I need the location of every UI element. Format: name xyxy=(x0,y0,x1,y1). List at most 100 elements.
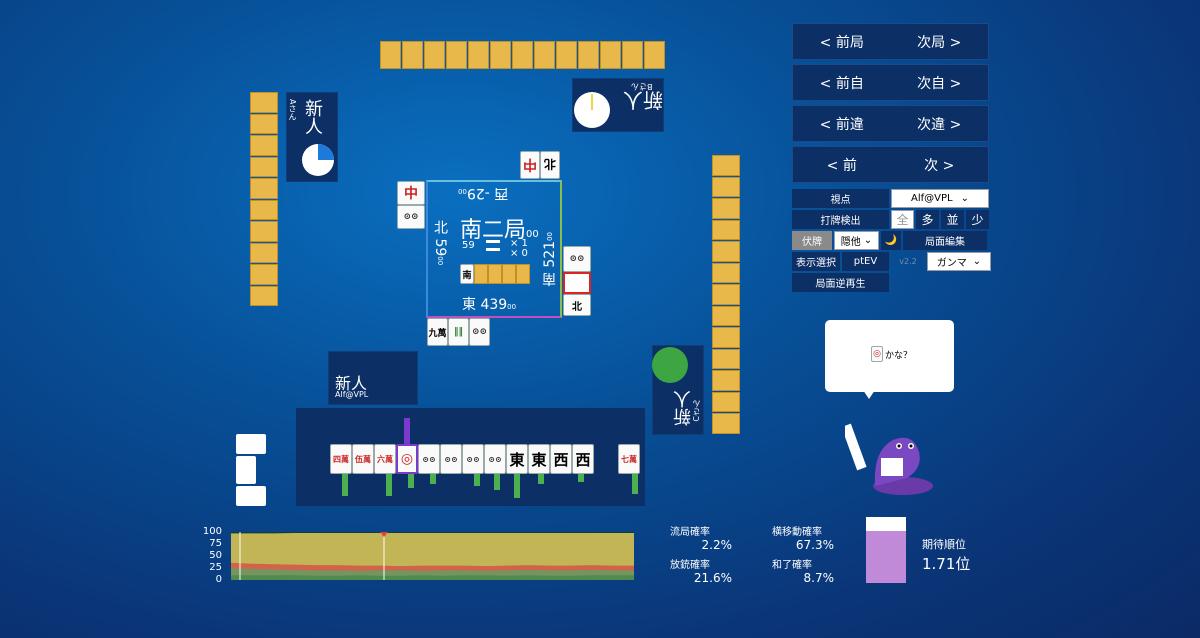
eval-bar xyxy=(430,474,436,484)
hand-tile[interactable]: ⊙⊙ xyxy=(462,444,484,474)
prev-round-button[interactable]: < 前局 xyxy=(819,34,864,51)
left-player-name: 新人 xyxy=(302,99,323,135)
hand-tile-selected[interactable]: ◎ xyxy=(396,444,418,474)
hand-tile[interactable]: 六萬 xyxy=(374,444,396,474)
dora-indicator-tile: 南 xyxy=(460,264,474,284)
drawn-tile[interactable]: 七萬 xyxy=(618,444,640,474)
hand-tile[interactable]: 西 xyxy=(572,444,594,474)
round-nav: < 前局 次局 > xyxy=(792,23,989,60)
sticks-count-b: × 0 xyxy=(510,248,528,259)
hidden-row: 伏牌 隠他⌄ 🌙 局面編集 xyxy=(792,231,987,250)
bottom-player-id: Alf@VPL xyxy=(335,390,369,399)
ryukyoku-value: 2.2% xyxy=(701,538,733,552)
houju-label: 放銃確率 xyxy=(670,560,710,571)
suggested-tile-icon: ◎ xyxy=(871,346,883,362)
top-player-plate: 新人 Bさん xyxy=(572,78,664,132)
hand-tile[interactable]: 伍萬 xyxy=(352,444,374,474)
filter-many-button[interactable]: 多 xyxy=(916,210,939,229)
eval-bar xyxy=(474,474,480,486)
eval-bar xyxy=(514,474,520,498)
right-hand-backs xyxy=(712,155,740,435)
filter-mid-button[interactable]: 並 xyxy=(941,210,964,229)
discard-tile: 北 xyxy=(563,294,591,316)
meld-slot xyxy=(236,434,266,454)
yokoido-value: 67.3% xyxy=(795,538,834,552)
version-label: v2.2 xyxy=(899,257,917,266)
chevron-down-icon: ⌄ xyxy=(960,193,969,204)
hand-tile[interactable]: ⊙⊙ xyxy=(418,444,440,474)
honba-stick-icon xyxy=(486,240,500,243)
eval-bar xyxy=(342,474,348,496)
hand-tiles: 四萬 伍萬 六萬 ◎ ⊙⊙ ⊙⊙ ⊙⊙ ⊙⊙ 東 東 西 西 xyxy=(330,444,594,474)
top-player-timer-icon xyxy=(574,92,610,128)
eval-bar-top xyxy=(404,418,410,444)
filter-few-button[interactable]: 少 xyxy=(966,210,989,229)
next-round-button[interactable]: 次局 > xyxy=(917,34,962,51)
self-nav: < 前自 次自 > xyxy=(792,64,989,101)
next-diff-button[interactable]: 次違 > xyxy=(917,116,962,133)
probability-chart xyxy=(231,532,634,580)
next-button[interactable]: 次 > xyxy=(924,157,955,174)
hand-tile[interactable]: 西 xyxy=(550,444,572,474)
next-self-button[interactable]: 次自 > xyxy=(917,75,962,92)
eval-bar xyxy=(386,474,392,496)
chart-series-area xyxy=(231,575,634,580)
discard-detect-row: 打牌検出 全 多 並 少 xyxy=(792,210,989,229)
expected-rank-value: 1.71位 xyxy=(922,555,971,573)
left-discards: 中 ⊙⊙ xyxy=(397,181,425,229)
hand-tile[interactable]: 東 xyxy=(528,444,550,474)
hidden-select[interactable]: 隠他⌄ xyxy=(834,231,879,250)
chart-cursor-marker[interactable] xyxy=(380,532,388,537)
reverse-play-button[interactable]: 局面逆再生 xyxy=(792,273,889,292)
expected-rank-bar xyxy=(866,517,906,583)
eval-bar xyxy=(632,474,638,494)
display-row: 表示選択 ptEV v2.2 ガンマ⌄ xyxy=(792,252,991,271)
discard-tile: 中 xyxy=(397,181,425,205)
ryukyoku-label: 流局確率 xyxy=(670,527,710,538)
top-hand-backs xyxy=(380,41,666,69)
right-player-id: Cさん xyxy=(692,400,701,422)
diff-nav: < 前違 次違 > xyxy=(792,105,989,142)
top-player-id: Bさん xyxy=(631,82,653,91)
discard-tile: 北 xyxy=(540,151,560,179)
eval-bar xyxy=(408,474,414,488)
filter-all-button[interactable]: 全 xyxy=(891,210,914,229)
hidden-tiles-toggle[interactable]: 伏牌 xyxy=(792,231,832,250)
expected-rank-label: 期待順位 xyxy=(922,538,966,551)
center-info-box: 西 -2900 南二局00 59 × 1 × 0 北 5900 南 52100 … xyxy=(426,180,562,318)
display-select-button[interactable]: 表示選択 xyxy=(792,252,840,271)
prev-button[interactable]: < 前 xyxy=(826,157,857,174)
hora-label: 和了確率 xyxy=(772,560,812,571)
edit-position-button[interactable]: 局面編集 xyxy=(903,231,987,250)
left-player-id: Aさん xyxy=(288,99,297,121)
discard-tile: ⊙⊙ xyxy=(397,205,425,229)
hidden-value: 隠他 xyxy=(840,237,861,248)
east-score: 東 43900 xyxy=(462,297,517,313)
ytick-label: 25 xyxy=(209,562,222,573)
riichi-stick-icon xyxy=(486,248,500,251)
ytick-label: 0 xyxy=(215,574,222,585)
hand-tile[interactable]: ⊙⊙ xyxy=(440,444,462,474)
discard-tile: ⊙⊙ xyxy=(563,246,591,272)
moon-icon[interactable]: 🌙 xyxy=(881,231,901,250)
hand-tile[interactable]: 四萬 xyxy=(330,444,352,474)
left-player-plate: 新人 Aさん xyxy=(286,92,338,182)
bottom-player-name: 新人 xyxy=(335,374,368,393)
south-score: 南 52100 xyxy=(542,232,558,287)
eval-bar xyxy=(538,474,544,484)
hand-tile[interactable]: 東 xyxy=(506,444,528,474)
prev-diff-button[interactable]: < 前違 xyxy=(819,116,864,133)
ytick-label: 100 xyxy=(202,526,222,537)
viewpoint-select[interactable]: Alf@VPL ⌄ xyxy=(891,189,989,208)
model-select[interactable]: ガンマ⌄ xyxy=(927,252,991,271)
ytick-labels: 100 75 50 25 0 xyxy=(200,526,222,586)
expected-rank-fill xyxy=(866,530,906,583)
viewpoint-value: Alf@VPL xyxy=(911,193,953,204)
houju-value: 21.6% xyxy=(693,571,732,585)
ptev-button[interactable]: ptEV xyxy=(842,252,889,271)
prev-self-button[interactable]: < 前自 xyxy=(819,75,864,92)
hand-tile[interactable]: ⊙⊙ xyxy=(484,444,506,474)
left-hand-backs xyxy=(250,92,278,307)
meld-slot xyxy=(236,456,256,484)
discard-detect-label: 打牌検出 xyxy=(792,210,889,229)
